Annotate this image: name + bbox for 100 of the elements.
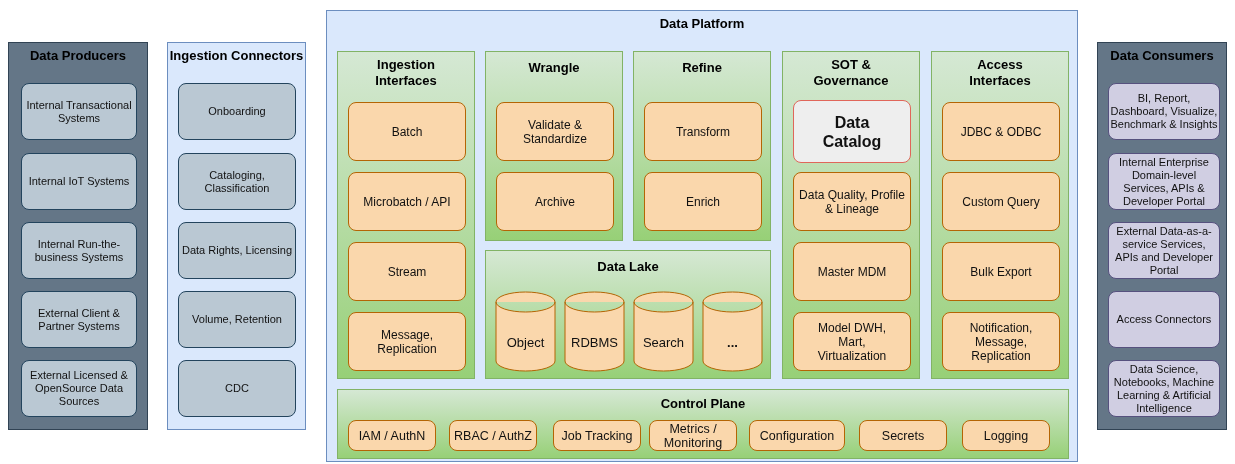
panel-title: SOT & Governance <box>812 57 890 89</box>
box-label: IAM / AuthN <box>357 428 427 443</box>
box-label: Secrets <box>880 428 926 443</box>
box-label: Archive <box>534 194 576 209</box>
component-box <box>348 172 466 231</box>
box-label: Master MDM <box>816 264 888 279</box>
producer-box <box>21 360 137 417</box>
storage-cylinder <box>702 291 763 372</box>
component-box <box>348 312 466 371</box>
storage-cylinder <box>495 291 556 372</box>
producer-box <box>21 153 137 210</box>
component-box <box>942 172 1060 231</box>
storage-cylinder <box>564 291 625 372</box>
box-label: Microbatch / API <box>362 194 452 209</box>
consumer-box <box>1108 291 1220 348</box>
connectors-panel <box>167 42 306 430</box>
component-panel <box>782 51 920 379</box>
connector-box <box>178 153 296 210</box>
component-panel <box>633 51 771 241</box>
box-label: Metrics / Monitoring <box>662 421 724 450</box>
service-box <box>449 420 537 451</box>
component-box <box>793 242 911 301</box>
panel-title: Refine <box>681 60 723 76</box>
box-label: Access Connectors <box>1115 313 1213 326</box>
data-lake-panel <box>485 250 771 379</box>
consumer-box <box>1108 222 1220 279</box>
storage-cylinder <box>633 291 694 372</box>
consumers-panel <box>1097 42 1227 430</box>
box-label: BI, Report, Dashboard, Visualize, Benchmark & Insights <box>1109 92 1219 131</box>
component-panel <box>931 51 1069 379</box>
box-label: Custom Query <box>961 194 1041 209</box>
box-label: Batch <box>390 124 424 139</box>
panel-title: Data Lake <box>596 259 660 275</box>
box-label: Object <box>505 336 546 352</box>
box-label: Logging <box>982 428 1030 443</box>
component-box <box>496 102 614 161</box>
component-box <box>942 102 1060 161</box>
panel-title: Access Interfaces <box>968 57 1032 89</box>
connector-box <box>178 83 296 140</box>
component-box <box>793 312 911 371</box>
platform-panel <box>326 10 1078 462</box>
service-box <box>962 420 1050 451</box>
component-box <box>942 312 1060 371</box>
connector-box <box>178 360 296 417</box>
service-box <box>348 420 436 451</box>
box-label: Data Quality, Profile & Lineage <box>798 187 906 216</box>
box-label: ... <box>726 336 739 352</box>
consumer-box <box>1108 83 1220 140</box>
producer-box <box>21 83 137 140</box>
panel-title: Control Plane <box>659 396 747 412</box>
box-label: Internal IoT Systems <box>27 175 131 188</box>
producers-panel <box>8 42 148 430</box>
control-plane-panel <box>337 389 1069 459</box>
box-label: Internal Run-the-business Systems <box>33 237 125 264</box>
box-label: Volume, Retention <box>191 313 283 326</box>
box-label: Data Catalog <box>821 112 883 151</box>
box-label: Enrich <box>685 194 721 209</box>
panel-title: Wrangle <box>527 60 581 76</box>
box-label: Onboarding <box>207 105 267 118</box>
box-label: Internal Enterprise Domain-level Services, APIs & Developer Portal <box>1118 155 1210 208</box>
component-box <box>348 102 466 161</box>
producer-box <box>21 291 137 348</box>
service-box <box>649 420 737 451</box>
box-label: Internal Transactional Systems <box>25 98 133 125</box>
panel-title: Ingestion Interfaces <box>374 57 438 89</box>
panel-title: Data Consumers <box>1109 48 1215 64</box>
component-box <box>496 172 614 231</box>
component-panel <box>337 51 475 379</box>
component-box <box>793 172 911 231</box>
box-label: Job Tracking <box>560 428 634 443</box>
service-box <box>749 420 845 451</box>
box-label: Configuration <box>758 428 836 443</box>
component-box <box>348 242 466 301</box>
box-label: Notification, Message, Replication <box>968 320 1034 363</box>
box-label: Data Science, Notebooks, Machine Learning & Artificial Intelligence <box>1112 362 1216 415</box>
box-label: Model DWH, Mart, Virtualization <box>816 320 888 363</box>
box-label: External Licensed & OpenSource Data Sources <box>29 369 129 408</box>
service-box <box>553 420 641 451</box>
box-label: Validate & Standardize <box>521 117 588 146</box>
box-label: Message, Replication <box>376 327 438 356</box>
panel-title: Data Platform <box>658 16 746 32</box>
producer-box <box>21 222 137 279</box>
box-label: Stream <box>386 264 428 279</box>
box-label: External Client & Partner Systems <box>37 306 121 333</box>
box-label: Cataloging, Classification <box>203 168 271 195</box>
box-label: Data Rights, Licensing <box>180 244 294 257</box>
box-label: External Data-as-a-service Services, APIs and Developer Portal <box>1114 224 1214 277</box>
box-label: RDBMS <box>570 336 619 352</box>
box-label: Transform <box>674 124 732 139</box>
connector-box <box>178 222 296 279</box>
component-panel <box>485 51 623 241</box>
box-label: Bulk Export <box>969 264 1033 279</box>
panel-title: Ingestion Connectors <box>168 48 305 64</box>
consumer-box <box>1108 153 1220 210</box>
box-label: CDC <box>224 382 250 395</box>
box-label: RBAC / AuthZ <box>453 428 533 443</box>
catalog-box <box>793 100 911 163</box>
service-box <box>859 420 947 451</box>
component-box <box>644 102 762 161</box>
component-box <box>942 242 1060 301</box>
